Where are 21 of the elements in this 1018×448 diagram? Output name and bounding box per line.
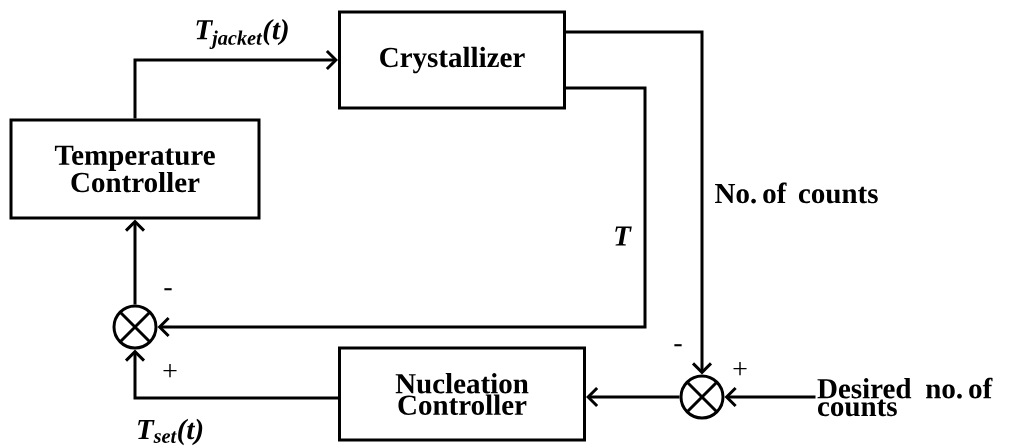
edge-label: T$_{jacket}$(t): [196, 19, 288, 49]
block-box: Nucleation Controller: [338, 346, 586, 442]
arrow: [133, 49, 338, 119]
arrow: [157, 86, 647, 338]
input-label: Desired no. of counts: [817, 377, 993, 417]
arrow: [566, 30, 713, 375]
arrow: [724, 386, 816, 408]
edge-label: No. of counts: [715, 182, 878, 204]
sign-label: +: [163, 364, 177, 378]
edge-label: T$_{set}$(t): [138, 418, 203, 446]
summing-junction: [112, 304, 158, 350]
block-box: Temperature Controller: [9, 118, 261, 220]
arrow: [124, 349, 338, 400]
sign-label: -: [674, 344, 682, 347]
sign-label: -: [164, 288, 172, 291]
block-box: Crystallizer: [338, 10, 566, 110]
arrow: [586, 386, 680, 408]
edge-label: T: [615, 226, 632, 246]
arrow: [124, 219, 146, 305]
sign-label: +: [733, 362, 747, 376]
summing-junction: [679, 374, 725, 420]
